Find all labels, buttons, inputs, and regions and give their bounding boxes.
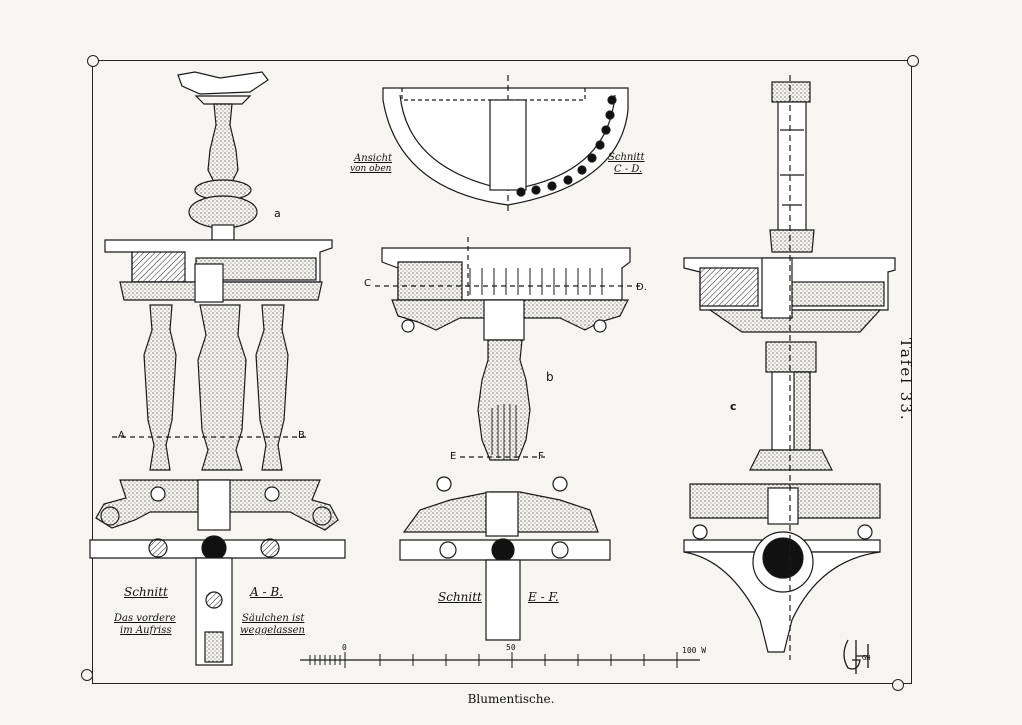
- section-cd-label: Schnitt: [608, 152, 645, 163]
- figure-a-drawing: [89, 71, 346, 666]
- section-mark-e: E: [450, 451, 457, 462]
- note-line-1: Das vordere: [114, 613, 176, 624]
- note-line-3: Säulchen ist: [242, 613, 305, 624]
- scale-label-end: 100 W: [682, 646, 707, 655]
- scale-label-mid: 50: [506, 643, 516, 652]
- plate-frame: [92, 60, 912, 684]
- section-cd-label-2: C - D.: [614, 164, 643, 175]
- section-ab-label: Schnitt: [124, 585, 168, 599]
- view-from-above-label: Ansicht: [354, 153, 393, 164]
- note-line-4: weggelassen: [240, 625, 305, 636]
- corner-ring-bottom-left: [81, 669, 93, 681]
- figure-c-drawing: [683, 75, 896, 660]
- corner-ring-top-right: [907, 55, 919, 67]
- scale-label-zero: 0: [342, 643, 347, 652]
- view-from-above-label-2: von oben: [350, 164, 392, 174]
- section-mark-b: B: [298, 430, 305, 441]
- figure-c-label: c: [730, 400, 737, 413]
- figure-a-label: a: [274, 207, 281, 220]
- plate-caption: Blumentische.: [467, 692, 555, 706]
- monogram-mark: [843, 639, 869, 674]
- note-line-2: im Aufriss: [120, 625, 172, 636]
- section-ab-label-2: A - B.: [250, 585, 283, 599]
- plate-number: Tafel 33.: [897, 338, 915, 422]
- figure-b-label: b: [546, 370, 554, 384]
- monogram-text: GH: [862, 654, 871, 662]
- section-mark-f: F: [538, 451, 544, 462]
- section-ef-label-2: E - F.: [528, 590, 559, 604]
- plan-view-from-above: [382, 75, 629, 215]
- section-mark-d: D.: [636, 282, 647, 293]
- scale-bar: [300, 652, 700, 668]
- corner-ring-top-left: [87, 55, 99, 67]
- section-mark-a: A: [118, 430, 125, 441]
- corner-ring-bottom-right: [892, 679, 904, 691]
- section-ef-label: Schnitt: [438, 590, 482, 604]
- figure-b-drawing: [375, 237, 640, 641]
- section-mark-c: C: [364, 278, 371, 289]
